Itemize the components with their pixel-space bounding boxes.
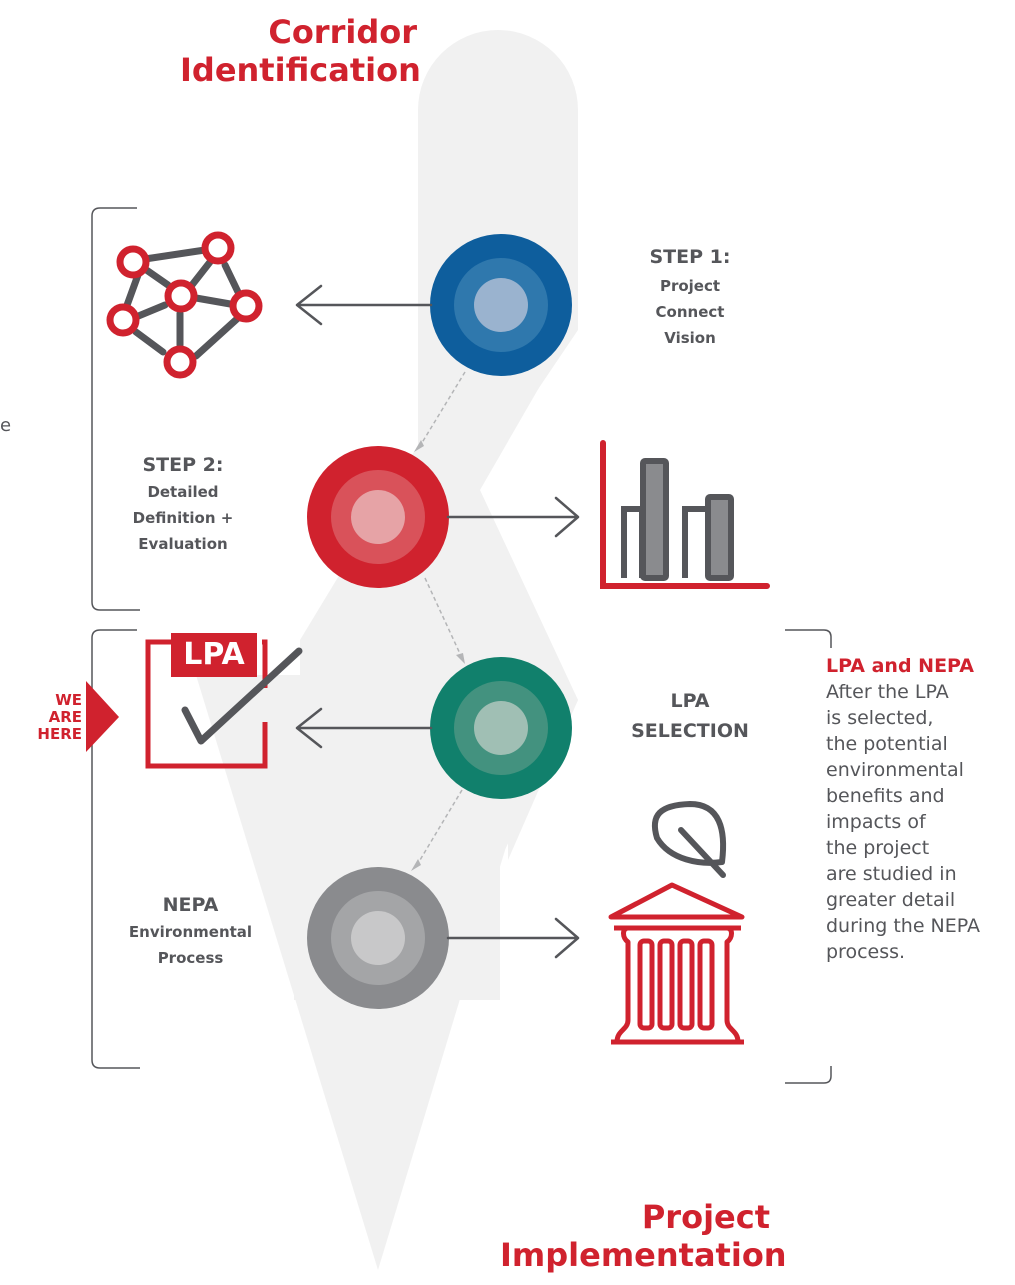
arrow-icon	[446, 496, 580, 538]
lpa-selection-line-1: LPA	[670, 690, 710, 712]
step1-circle	[430, 234, 572, 376]
step1-sub-3: Vision	[664, 329, 716, 347]
side-note-line-5: benefits and	[826, 785, 945, 807]
network-icon	[106, 231, 263, 379]
lpa-icon-label: LPA	[171, 637, 257, 673]
nepa-sub-1: Environmental	[128, 923, 253, 941]
header-title-line-2: Identification	[180, 51, 421, 89]
step2-sub-1: Detailed	[147, 483, 219, 501]
side-note-line-2: is selected,	[826, 707, 934, 729]
nepa-heading: NEPA	[162, 894, 219, 916]
step1-sub-2: Connect	[655, 303, 725, 321]
step2-label: STEP 2: Detailed Definition + Evaluation	[118, 453, 248, 557]
we-are-here-marker	[86, 681, 119, 752]
nepa-label: NEPA Environmental Process	[118, 893, 263, 971]
bar-chart-icon	[600, 440, 770, 589]
side-note-line-4: environmental	[826, 759, 964, 781]
side-note-title: LPA and NEPA	[826, 655, 974, 677]
side-note-line-10: during the NEPA	[826, 915, 981, 937]
step1-heading: STEP 1:	[649, 246, 731, 268]
we-are-here-line-3: HERE	[37, 725, 82, 743]
lpa-circle	[430, 657, 572, 799]
footer-title-line-1: Project	[641, 1198, 770, 1236]
we-are-here-label: WE ARE HERE	[22, 692, 82, 743]
arrow-icon	[295, 707, 433, 749]
side-note-line-7: the project	[826, 837, 930, 859]
side-note-line-8: are studied in	[826, 863, 957, 885]
leaf-building-icon	[608, 801, 745, 1045]
bracket-left-bottom	[91, 629, 140, 1069]
header-title: Corridor Identification	[180, 13, 421, 89]
left-edge-fragment: e	[0, 415, 12, 436]
left-edge-fragment-text: e	[0, 415, 12, 436]
nepa-circle	[307, 867, 449, 1009]
side-note-line-6: impacts of	[826, 811, 926, 833]
step2-sub-3: Evaluation	[138, 535, 228, 553]
lpa-icon-text: LPA	[183, 637, 245, 672]
nepa-sub-2: Process	[157, 949, 224, 967]
side-note-line-9: greater detail	[826, 889, 956, 911]
bracket-right	[785, 629, 832, 1084]
we-are-here-line-1: WE	[55, 691, 82, 709]
lpa-selection-line-2: SELECTION	[631, 720, 749, 742]
side-note-line-3: the potential	[826, 733, 948, 755]
footer-title: Project Implementation	[500, 1198, 787, 1274]
arrow-icon	[446, 917, 580, 959]
step2-sub-2: Definition +	[132, 509, 234, 527]
step2-circle	[307, 446, 449, 588]
side-note-line-11: process.	[826, 941, 906, 963]
side-note-line-1: After the LPA	[826, 681, 949, 703]
we-are-here-line-2: ARE	[48, 708, 82, 726]
dashed-connectors	[416, 371, 466, 866]
step2-heading: STEP 2:	[142, 454, 224, 476]
dashed-arrowheads	[411, 440, 465, 871]
bracket-left-top	[91, 207, 140, 611]
lpa-selection-label: LPA SELECTION	[615, 686, 765, 746]
side-note: LPA and NEPA After the LPA is selected, …	[826, 653, 1015, 965]
step1-sub-1: Project	[659, 277, 721, 295]
step1-label: STEP 1: Project Connect Vision	[625, 245, 755, 351]
header-title-line-1: Corridor	[268, 13, 417, 51]
arrow-icon	[295, 284, 433, 326]
lpa-checklist-icon	[145, 633, 303, 769]
footer-title-line-2: Implementation	[500, 1236, 787, 1274]
